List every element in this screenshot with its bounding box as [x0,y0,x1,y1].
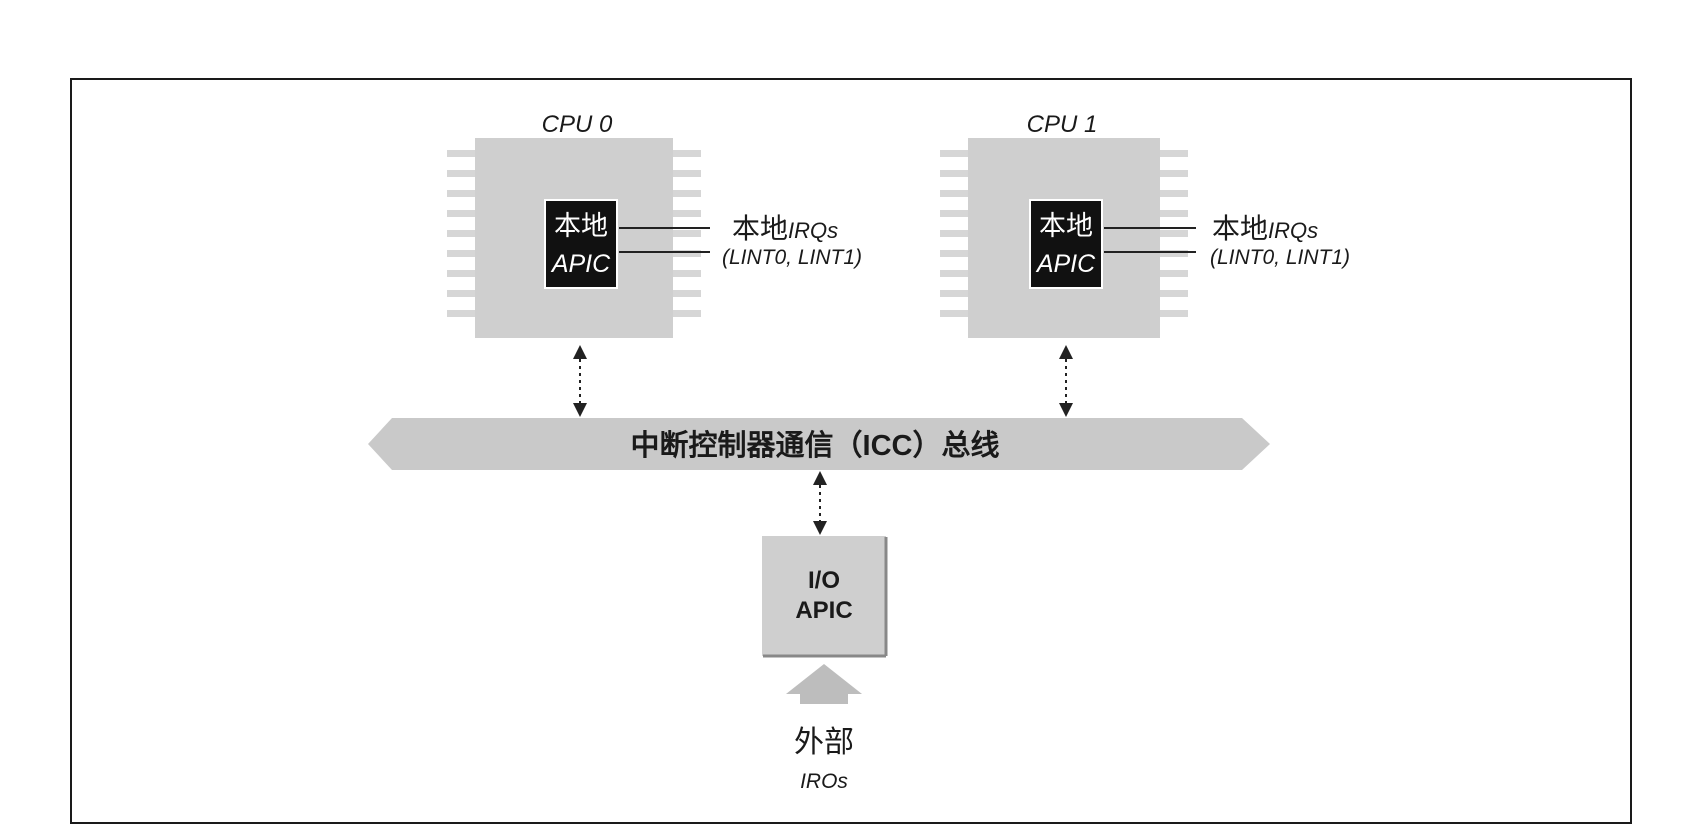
chip-pin [447,190,475,197]
cpu-0-pins-left [447,150,475,317]
chip-pin [673,290,701,297]
chip-pin [1160,150,1188,157]
io-apic-label-line1: I/O [808,567,840,594]
cpu-1-lint-pins-label: (LINT0, LINT1) [1210,246,1350,269]
icc-bus-shape [368,418,1270,470]
chip-pin [1160,230,1188,237]
chip-pin [673,250,701,257]
chip-pin [940,250,968,257]
external-irqs: 外部 IROs [786,664,862,793]
chip-pin [447,310,475,317]
cpu-1-local-apic-cjk: 本地 [1039,211,1093,241]
icc-bus: 中断控制器通信（ICC）总线 [368,418,1270,470]
cpu-0-local-apic [544,199,618,289]
chip-pin [673,270,701,277]
chip-pin [1160,310,1188,317]
external-irqs-label: IROs [800,770,848,793]
chip-pin [940,310,968,317]
cpu-0-local-irqs-cjk: 本地 [732,213,788,244]
io-apic-chip [762,536,886,656]
chip-pin [447,290,475,297]
chip-pin [1160,290,1188,297]
cpu-0-local-irqs-latin: IRQs [788,218,838,243]
chip-pin [673,150,701,157]
chip-pin [447,210,475,217]
cpu-1-local-irqs-latin: IRQs [1268,218,1318,243]
chip-pin [447,150,475,157]
cpu-1-local-irqs: 本地IRQs [1212,213,1318,244]
cpu-0-local-apic-cjk: 本地 [554,211,608,241]
cpu-0-local-irqs: 本地IRQs [732,213,838,244]
chip-pin [673,210,701,217]
cpu-0-pins-right [673,150,701,317]
chip-pin [673,310,701,317]
cpu-1-pins-left [940,150,968,317]
chip-pin [940,150,968,157]
chip-pin [447,250,475,257]
cpu-0: CPU 0 本地 APIC 本地IRQs (LINT0, LINT1) [447,111,862,417]
chip-pin [1160,170,1188,177]
external-irq-arrow-stem [800,694,848,704]
chip-pin [940,210,968,217]
chip-pin [447,170,475,177]
chip-pin [447,270,475,277]
cpu-1-pins-right [1160,150,1188,317]
chip-pin [1160,210,1188,217]
cpu-1: CPU 1 本地 APIC 本地IRQs (LINT0, LINT1) [940,111,1350,417]
chip-pin [940,290,968,297]
external-irq-arrow-icon [786,664,862,694]
external-irqs-cjk: 外部 [794,726,854,759]
cpu-0-lint-pins-label: (LINT0, LINT1) [722,246,862,269]
chip-pin [1160,270,1188,277]
chip-pin [940,270,968,277]
cpu-0-label: CPU 0 [542,111,613,138]
chip-pin [673,170,701,177]
cpu-1-label: CPU 1 [1027,111,1098,138]
chip-pin [673,230,701,237]
cpu-1-local-apic-label: APIC [1035,250,1096,278]
io-apic: I/O APIC [762,471,888,658]
cpu-1-local-irqs-cjk: 本地 [1212,213,1268,244]
chip-pin [673,190,701,197]
icc-bus-label: 中断控制器通信（ICC）总线 [631,429,1000,462]
chip-pin [940,170,968,177]
cpu-0-local-apic-label: APIC [550,250,611,278]
chip-pin [940,230,968,237]
chip-pin [940,190,968,197]
chip-pin [447,230,475,237]
cpu-1-local-apic [1029,199,1103,289]
chip-pin [1160,250,1188,257]
chip-pin [1160,190,1188,197]
io-apic-label-line2: APIC [795,597,852,624]
